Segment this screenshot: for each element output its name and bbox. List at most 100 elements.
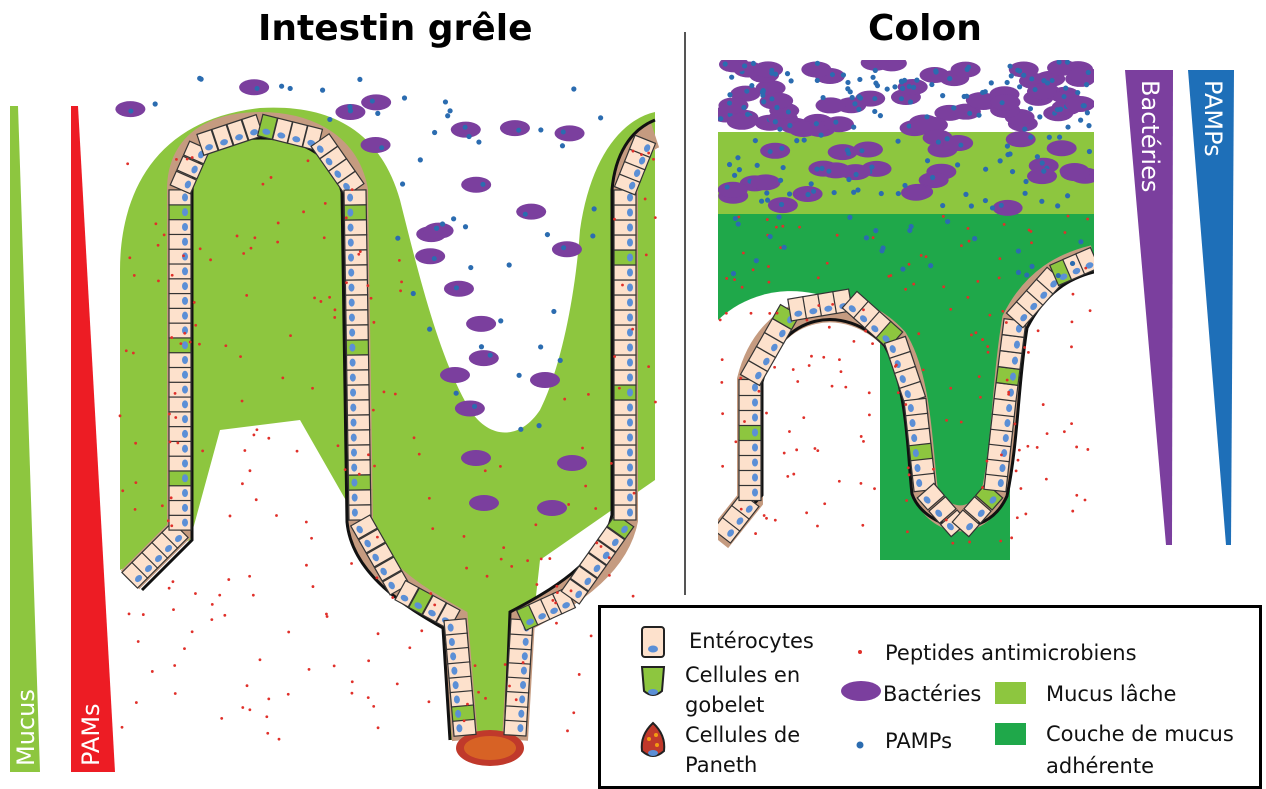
- antimicrobial-peptide: [172, 608, 175, 611]
- enterocyte-cell: [998, 351, 1022, 370]
- antimicrobial-peptide: [776, 312, 779, 315]
- cell-nucleus: [627, 509, 633, 517]
- pamp-particle: [1086, 123, 1091, 128]
- pamp-particle: [395, 236, 400, 241]
- antimicrobial-peptide: [1018, 449, 1021, 452]
- antimicrobial-peptide: [170, 336, 173, 339]
- antimicrobial-peptide: [174, 692, 177, 695]
- enterocyte-cell: [508, 648, 531, 664]
- cell-nucleus: [627, 479, 633, 487]
- antimicrobial-peptide: [786, 475, 789, 478]
- antimicrobial-peptide: [644, 198, 647, 201]
- pamp-particle: [761, 99, 766, 104]
- bacterium: [461, 450, 491, 466]
- pamp-particle: [538, 127, 543, 132]
- pamp-particle: [768, 234, 773, 239]
- antimicrobial-peptide: [725, 277, 728, 280]
- antimicrobial-peptide: [945, 419, 948, 422]
- antimicrobial-peptide: [613, 355, 616, 358]
- antimicrobial-peptide: [742, 252, 745, 255]
- legend-goblet-label-line1: Cellules en: [685, 662, 800, 689]
- pamp-particle: [516, 128, 521, 133]
- pamp-particle: [1062, 94, 1067, 99]
- antimicrobial-peptide: [942, 285, 945, 288]
- pamp-particle: [963, 192, 968, 197]
- antimicrobial-peptide: [398, 259, 401, 262]
- epithelial-cell: [614, 340, 636, 355]
- epithelial-cell: [507, 677, 530, 693]
- epithelial-cell: [348, 475, 370, 490]
- cell-nucleus: [182, 341, 188, 349]
- pamp-particle: [753, 138, 758, 143]
- antimicrobial-peptide: [289, 334, 292, 337]
- antimicrobial-peptide: [265, 715, 268, 718]
- epithelial-cell: [505, 705, 528, 721]
- pamp-particle: [402, 95, 407, 100]
- antimicrobial-peptide: [287, 631, 290, 634]
- antimicrobial-peptide: [1089, 309, 1092, 312]
- epithelial-cell: [614, 235, 636, 250]
- antimicrobial-peptide: [241, 706, 244, 709]
- pamp-particle: [1009, 73, 1014, 78]
- epithelial-cell: [169, 456, 191, 471]
- antimicrobial-peptide: [278, 738, 281, 741]
- antimicrobial-peptide: [652, 158, 655, 161]
- antimicrobial-peptide: [515, 698, 518, 701]
- pamp-particle: [899, 79, 904, 84]
- antimicrobial-peptide: [229, 515, 232, 518]
- antimicrobial-peptide: [239, 355, 242, 358]
- pamp-particle: [454, 391, 459, 396]
- epithelial-cell: [169, 382, 191, 397]
- pamp-particle: [885, 86, 890, 91]
- antimicrobial-peptide: [758, 390, 761, 393]
- pamp-particle: [320, 88, 325, 93]
- epithelial-cell: [614, 265, 636, 280]
- antimicrobial-peptide: [783, 452, 786, 455]
- bacterium: [1027, 83, 1057, 99]
- cell-nucleus: [182, 193, 188, 201]
- antimicrobial-peptide: [721, 412, 724, 415]
- epithelial-cell: [169, 367, 191, 382]
- antimicrobial-peptide: [894, 365, 897, 368]
- epithelial-cell: [347, 415, 369, 430]
- antimicrobial-peptide: [806, 319, 809, 322]
- antimicrobial-peptide: [788, 430, 791, 433]
- antimicrobial-peptide: [942, 215, 945, 218]
- cell-nucleus: [182, 238, 188, 246]
- pamp-particle: [779, 146, 784, 151]
- antimicrobial-peptide: [720, 381, 723, 384]
- antimicrobial-peptide: [1024, 513, 1027, 516]
- antimicrobial-peptide: [312, 585, 315, 588]
- antimicrobial-peptide: [584, 485, 587, 488]
- pamp-particle: [768, 149, 773, 154]
- pamp-particle: [809, 181, 814, 186]
- bacterium: [424, 223, 454, 239]
- pamp-particle: [965, 67, 970, 72]
- legend-bacteria-symbol: [841, 681, 881, 701]
- pamp-particle: [472, 404, 477, 409]
- antimicrobial-peptide: [654, 216, 657, 219]
- antimicrobial-peptide: [428, 497, 431, 500]
- antimicrobial-peptide: [326, 615, 329, 618]
- pamp-particle: [787, 191, 792, 196]
- antimicrobial-peptide: [872, 236, 875, 239]
- antimicrobial-peptide: [810, 355, 813, 358]
- pamp-particle: [855, 187, 860, 192]
- epithelial-cell: [344, 190, 366, 205]
- pamp-particle: [463, 224, 468, 229]
- pamp-particle: [759, 199, 764, 204]
- pamp-particle: [445, 113, 450, 118]
- legend-enterocytes-label: Entérocytes: [689, 628, 814, 655]
- antimicrobial-peptide: [792, 473, 795, 476]
- antimicrobial-peptide: [773, 366, 776, 369]
- antimicrobial-peptide: [1019, 487, 1022, 490]
- antimicrobial-peptide: [1005, 321, 1008, 324]
- antimicrobial-peptide: [860, 482, 863, 485]
- antimicrobial-peptide: [182, 254, 185, 257]
- antimicrobial-peptide: [345, 281, 348, 284]
- antimicrobial-peptide: [171, 274, 174, 277]
- cell-nucleus: [627, 434, 633, 442]
- mucus-gradient-triangle: [10, 106, 40, 772]
- cell-nucleus: [182, 282, 188, 290]
- antimicrobial-peptide: [554, 601, 557, 604]
